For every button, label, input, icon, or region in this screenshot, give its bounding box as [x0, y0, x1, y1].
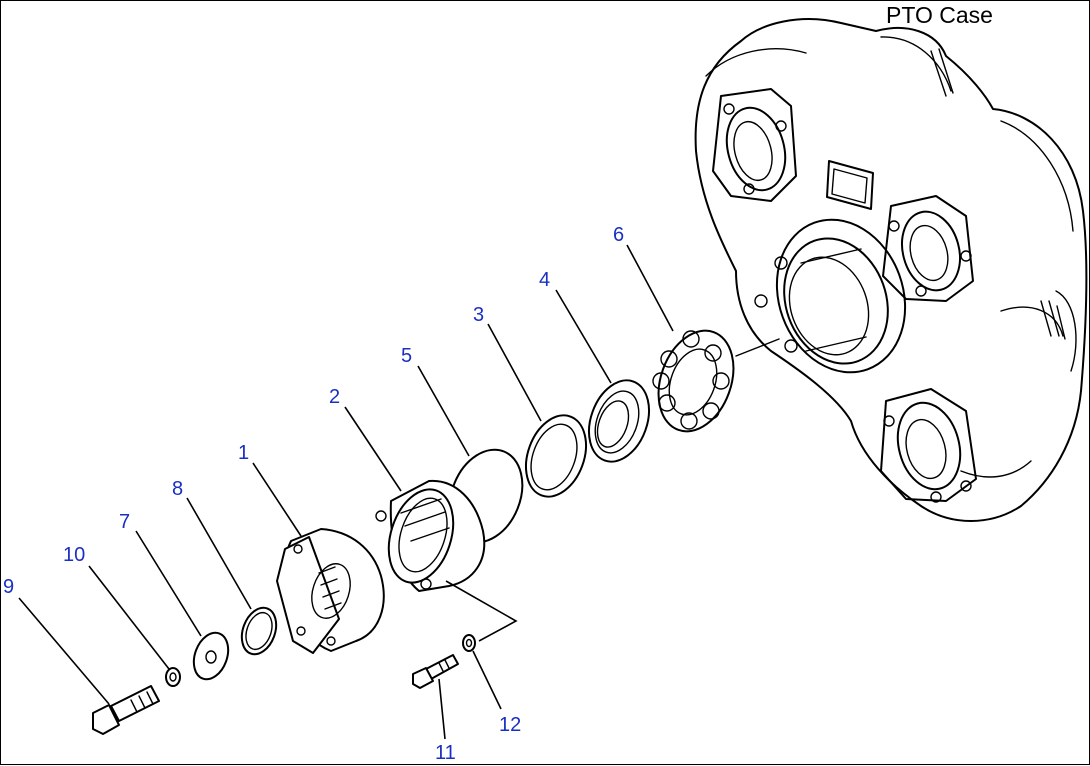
callout-6: 6	[613, 224, 624, 246]
washer-plate-part-7	[192, 631, 230, 681]
seal-ring-part-4	[588, 379, 650, 463]
leader-lines	[18, 244, 674, 740]
bolt-part-9	[92, 685, 160, 735]
callout-12: 12	[499, 714, 521, 736]
callout-7: 7	[119, 511, 130, 533]
callout-3: 3	[473, 304, 484, 326]
ball-bearing-part-6	[652, 329, 735, 433]
lock-washer-part-10	[165, 667, 181, 687]
callout-4: 4	[539, 269, 550, 291]
callout-2: 2	[329, 386, 340, 408]
pto-case-housing	[694, 18, 1088, 522]
callout-5: 5	[401, 345, 412, 367]
bolt-part-11	[412, 654, 459, 689]
retainer-ring-part-3	[525, 414, 587, 498]
callout-11: 11	[435, 742, 456, 764]
callout-10: 10	[63, 544, 85, 566]
callout-8: 8	[172, 478, 183, 500]
diagram-title: PTO Case	[886, 2, 993, 28]
callout-1: 1	[238, 442, 249, 464]
callout-9: 9	[3, 576, 14, 598]
o-ring-part-8	[240, 606, 278, 656]
washer-part-12	[462, 634, 476, 652]
flange-coupling-part-1	[276, 528, 385, 654]
cage-part-2	[375, 479, 486, 592]
callout-labels: 1 2 3 4 5 6 7 8 9 10 11 12	[3, 224, 624, 764]
